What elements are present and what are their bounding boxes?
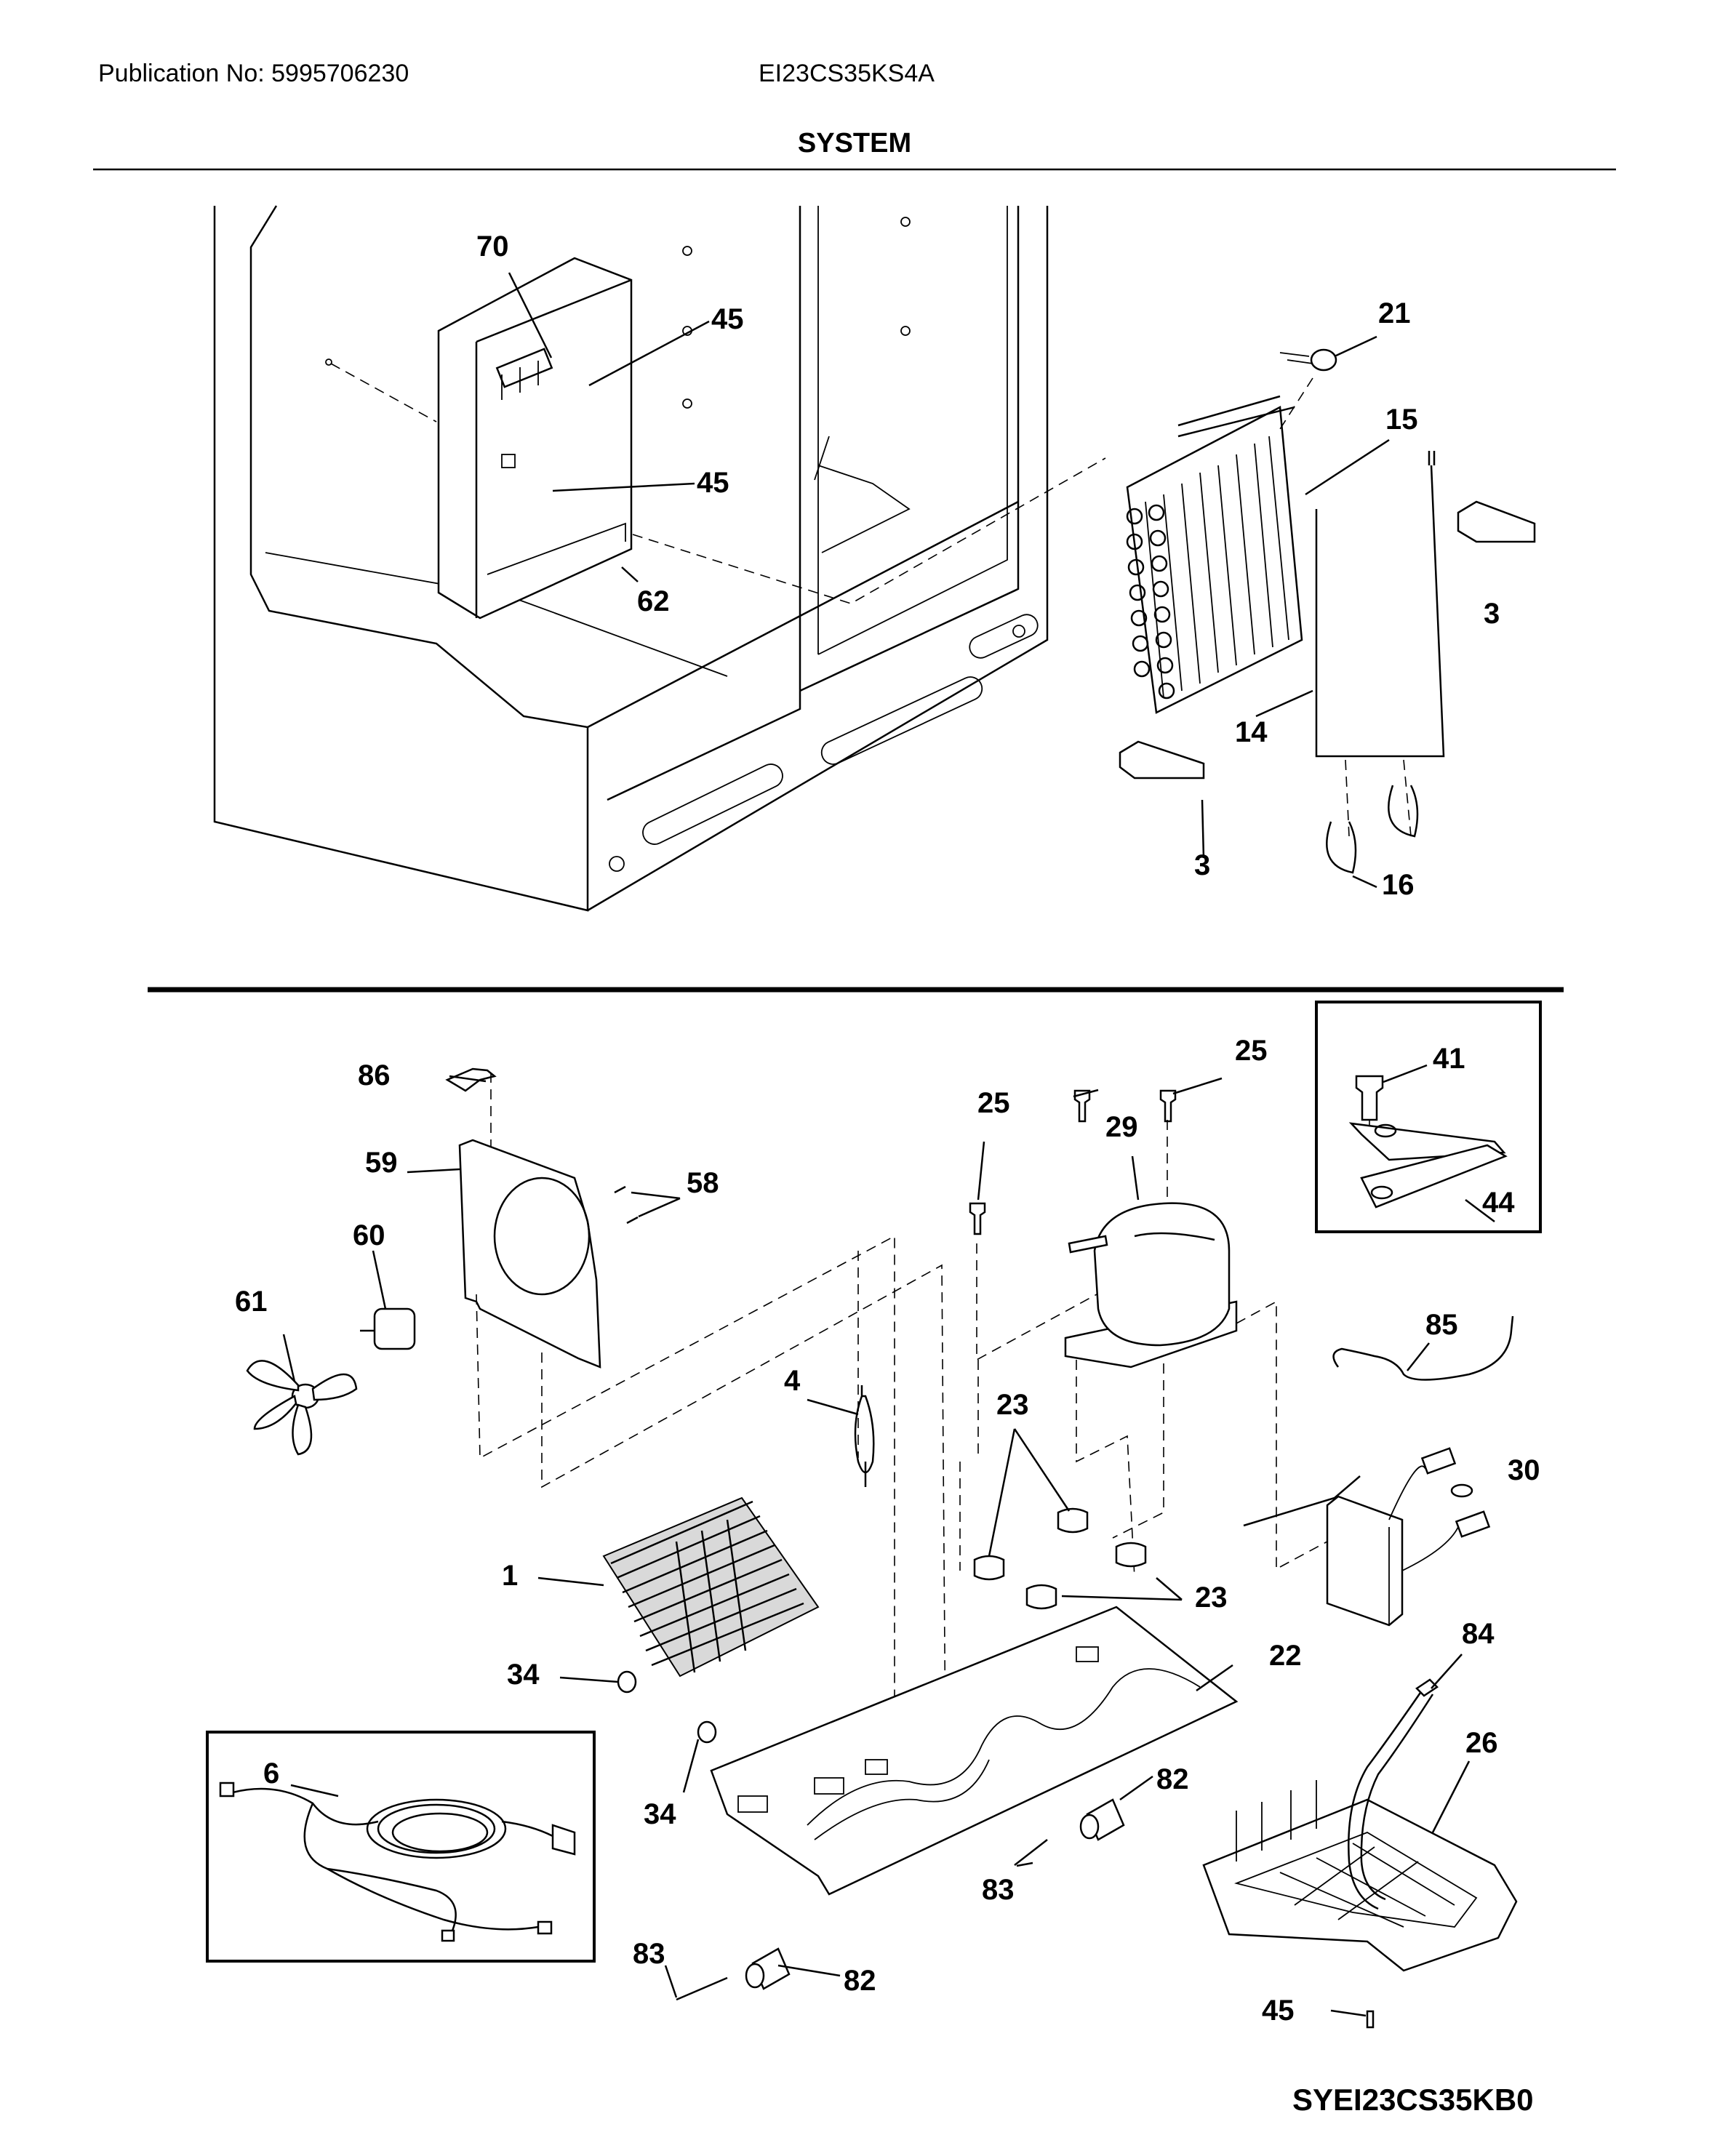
bracket-86	[445, 1067, 497, 1092]
callout-44: 44	[1482, 1187, 1515, 1219]
callout-15: 15	[1385, 404, 1418, 436]
grommets-23	[973, 1507, 1147, 1610]
pad-3b	[1119, 740, 1205, 780]
callout-16: 16	[1382, 869, 1415, 901]
bolt-83b	[1014, 1839, 1048, 1866]
screws-25	[969, 1089, 1177, 1235]
shroud-59	[458, 1139, 601, 1368]
screws-58	[614, 1185, 639, 1225]
section-title: SYSTEM	[797, 128, 912, 159]
callout-21: 21	[1378, 297, 1411, 329]
model-number: EI23CS35KS4A	[759, 60, 935, 87]
evaporator-1	[602, 1496, 820, 1678]
inset-41-44	[1348, 1075, 1508, 1209]
callout-23b: 23	[1195, 1582, 1228, 1614]
callout-83b: 83	[982, 1874, 1015, 1906]
callout-3a: 3	[1484, 598, 1500, 630]
callout-85: 85	[1425, 1309, 1458, 1341]
housing-62	[437, 257, 633, 620]
callout-22: 22	[1269, 1640, 1302, 1672]
callout-59: 59	[365, 1147, 398, 1179]
callout-70: 70	[476, 231, 509, 263]
clip-16a	[1326, 821, 1357, 874]
bolt-83a	[676, 1976, 728, 2001]
callout-82a: 82	[1156, 1763, 1189, 1795]
compressor-29	[1064, 1202, 1238, 1368]
callout-61: 61	[235, 1286, 268, 1318]
refrigerator-cabinet	[213, 205, 1049, 912]
fan-dashes	[476, 1235, 946, 1746]
callout-41: 41	[1433, 1043, 1465, 1075]
feet-82	[745, 1798, 1125, 1990]
callout-30: 30	[1508, 1454, 1540, 1486]
callout-labels: 70 45 45 62 21 15 3 14 3 16 86 59 58 60 …	[235, 231, 1540, 2027]
strainer-4	[854, 1385, 875, 1487]
callout-25a: 25	[1235, 1035, 1268, 1067]
grommet-34a	[617, 1670, 637, 1694]
condenser-15	[1126, 395, 1303, 714]
callout-34b: 34	[644, 1798, 676, 1830]
callout-3b: 3	[1194, 849, 1210, 881]
callout-6: 6	[263, 1758, 279, 1790]
part-21	[1279, 348, 1337, 372]
callout-62: 62	[637, 585, 670, 617]
callout-29: 29	[1105, 1111, 1138, 1143]
base-plate-22	[710, 1606, 1239, 1896]
callout-26: 26	[1465, 1727, 1498, 1759]
callout-14: 14	[1235, 716, 1268, 748]
drain-pan-26	[1202, 1780, 1518, 1972]
clip-16b	[1388, 785, 1419, 838]
callout-25b: 25	[977, 1087, 1010, 1119]
pad-3a	[1457, 500, 1536, 543]
tube-85	[1332, 1315, 1514, 1381]
callout-60: 60	[353, 1219, 385, 1251]
callout-34a: 34	[507, 1659, 540, 1691]
callout-1: 1	[502, 1560, 518, 1592]
fan-blade-61	[246, 1360, 358, 1456]
diagram-code: SYEI23CS35KB0	[1292, 2083, 1534, 2117]
inset-box-bottom	[206, 1731, 596, 1963]
callout-4: 4	[784, 1365, 801, 1397]
motor-60	[360, 1307, 416, 1350]
publication-number: Publication No: 5995706230	[98, 60, 409, 87]
callout-84: 84	[1462, 1618, 1495, 1650]
compressor-dashes	[959, 1300, 1277, 1579]
grommet-34b	[697, 1720, 717, 1744]
callout-45b: 45	[697, 467, 729, 499]
callout-45a: 45	[711, 303, 744, 335]
leader-lines	[282, 272, 1495, 2017]
screw-45c	[1366, 2010, 1375, 2029]
callout-86: 86	[358, 1059, 391, 1091]
tube-14	[1315, 465, 1445, 758]
drain-tube-84	[1348, 1690, 1434, 1910]
power-cord-6	[219, 1782, 576, 1942]
control-30	[1326, 1447, 1491, 1627]
callout-45c: 45	[1262, 1995, 1295, 2027]
inset-box-top	[1315, 1001, 1542, 1233]
callout-82b: 82	[844, 1965, 876, 1997]
callout-58: 58	[687, 1167, 719, 1199]
callout-23a: 23	[996, 1389, 1029, 1421]
callout-83a: 83	[633, 1938, 665, 1970]
